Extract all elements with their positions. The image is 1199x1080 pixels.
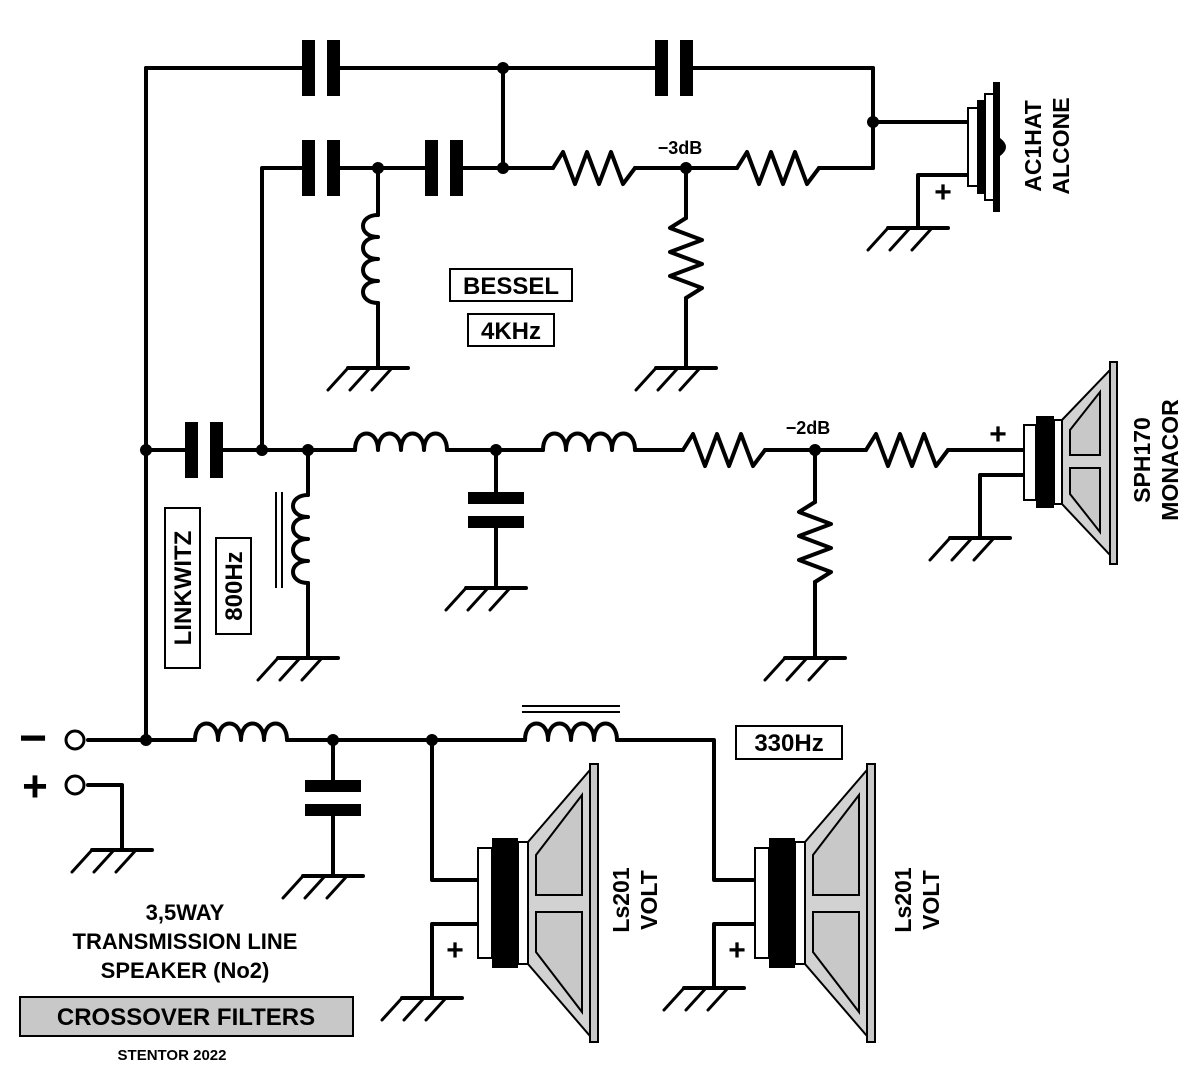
minus-sign: − [19, 712, 47, 765]
caption-block: 3,5WAY TRANSMISSION LINE SPEAKER (No2) C… [19, 900, 354, 1064]
midrange-branch [140, 422, 1027, 682]
input-terminals: − + [19, 712, 86, 811]
caption-line-1: 3,5WAY [146, 900, 225, 925]
plus-terminal [64, 774, 86, 796]
midrange-brand: MONACOR [1157, 399, 1183, 521]
cored-inductor-l6 [523, 721, 619, 742]
inductor-l5 [193, 721, 289, 742]
caption-line-3: SPEAKER (No2) [101, 958, 270, 983]
capacitor-c5 [185, 422, 198, 478]
plus-sign: + [22, 762, 48, 811]
inductor-l3 [541, 431, 637, 452]
midrange-model: SPH170 [1129, 417, 1155, 503]
midrange-driver [1023, 361, 1118, 565]
resistor-r5 [864, 432, 950, 468]
inductor-l1 [361, 213, 380, 305]
woofer-2-polarity: + [728, 934, 746, 967]
capacitor-c7 [305, 780, 361, 792]
woofer-1-model: Ls201 [608, 867, 634, 932]
capacitor-c6 [468, 492, 524, 504]
linkwitz-label: LINKWITZ [170, 531, 197, 646]
tweeter-driver [967, 82, 1006, 212]
woofer-driver-1 [477, 763, 599, 1043]
tweeter-polarity: + [934, 176, 952, 209]
minus-terminal [64, 729, 86, 751]
capacitor-c1 [302, 40, 315, 96]
caption-author: STENTOR 2022 [118, 1047, 227, 1064]
tweeter-attenuation: −3dB [658, 138, 703, 158]
caption-banner: CROSSOVER FILTERS [57, 1004, 315, 1031]
midrange-polarity: + [989, 418, 1007, 451]
bessel-label: BESSEL [463, 273, 559, 300]
capacitor-c2 [655, 40, 668, 96]
woofer-2-model: Ls201 [890, 867, 916, 932]
capacitor-c3 [302, 140, 315, 196]
woofer-1-polarity: + [446, 934, 464, 967]
resistor-r6 [797, 500, 833, 584]
tweeter-frequency: 4KHz [481, 318, 541, 345]
woofer-branch [70, 705, 757, 1022]
woofer-frequency: 330Hz [754, 730, 823, 757]
midrange-attenuation: −2dB [786, 418, 831, 438]
resistor-r4 [681, 432, 767, 468]
cored-inductor-l4 [291, 493, 310, 585]
resistor-r3 [668, 216, 704, 300]
woofer-2-brand: VOLT [918, 870, 944, 930]
tweeter-branch [144, 40, 972, 452]
tweeter-model: AC1HAT [1020, 100, 1046, 192]
tweeter-brand: ALCONE [1048, 97, 1074, 194]
resistor-r1 [551, 150, 637, 186]
resistor-r2 [735, 150, 821, 186]
woofer-driver-2 [754, 763, 876, 1043]
inductor-l2 [353, 431, 449, 452]
capacitor-c4 [425, 140, 438, 196]
caption-line-2: TRANSMISSION LINE [73, 929, 298, 954]
midrange-frequency: 800Hz [221, 551, 248, 620]
woofer-1-brand: VOLT [636, 870, 662, 930]
